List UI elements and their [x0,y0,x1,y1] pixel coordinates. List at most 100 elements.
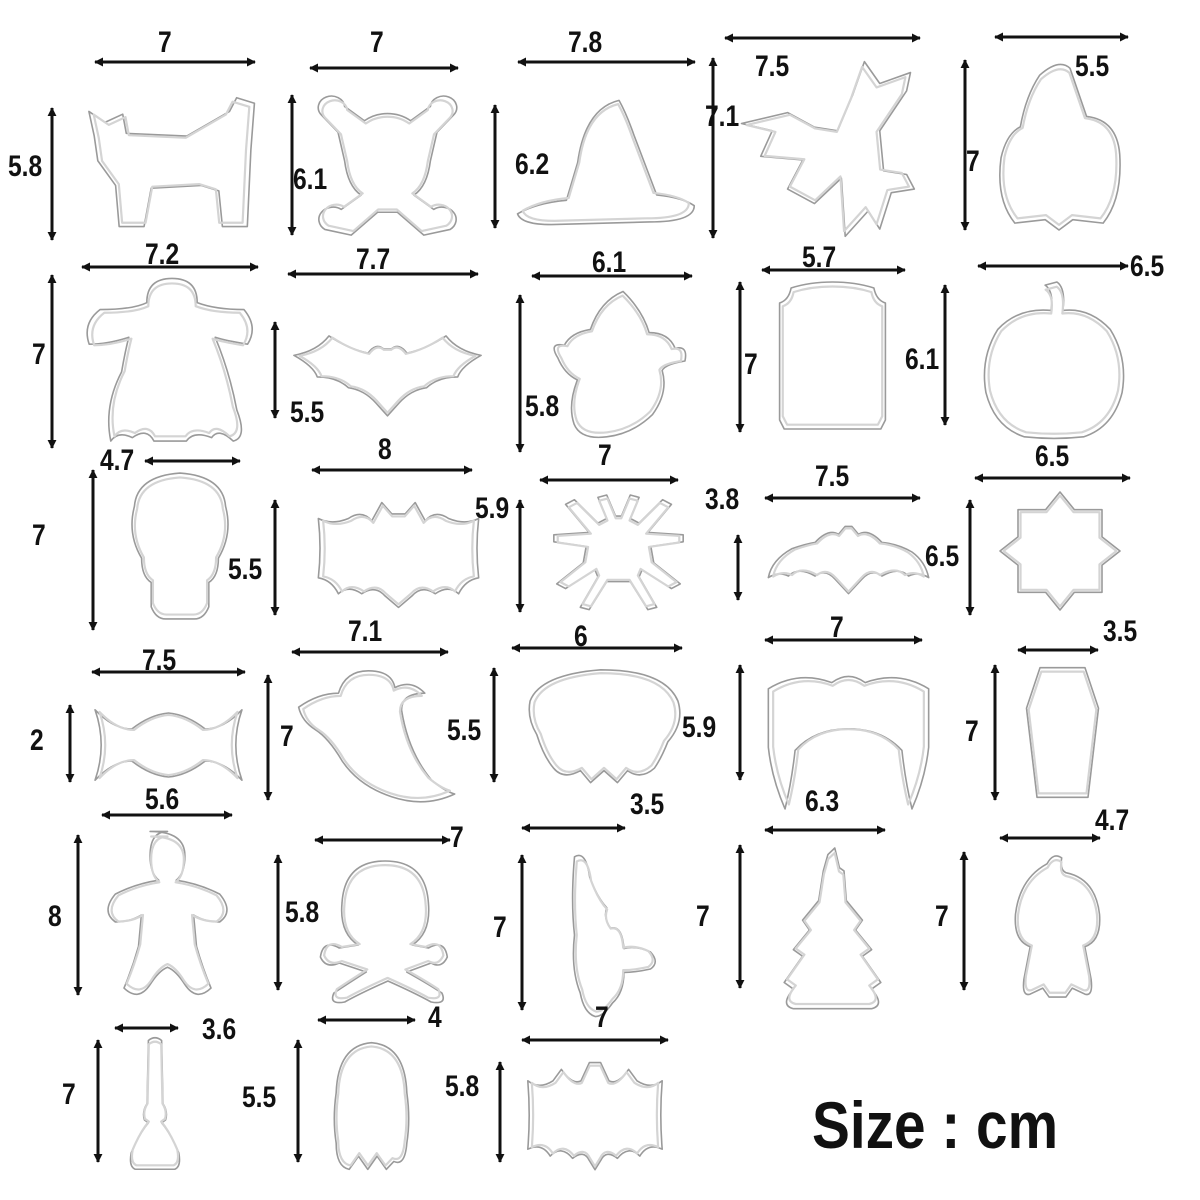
cutter-witch-girl [1015,856,1099,997]
width-label-witch-girl: 4.7 [1095,804,1130,837]
width-label-witch-hat: 7.8 [568,26,603,59]
width-label-haunted-house: 6.3 [805,785,840,818]
cutter-broom [130,1038,179,1170]
height-label-coffin: 7 [965,715,979,748]
width-label-cat: 7 [158,26,172,59]
cutter-bat-emblem [318,503,478,608]
cutter-inner-edge [783,287,882,425]
width-label-witch-profile: 3.5 [630,788,665,821]
width-label-bat-flat: 7.5 [815,460,850,493]
cutter-inner-edge [1029,672,1097,794]
width-label-coffin: 3.5 [1103,615,1138,648]
cutter-inner-edge [989,287,1120,434]
width-label-tombstone: 5.7 [802,241,837,274]
cutter-outline [89,98,255,227]
cutter-outline [573,855,656,1016]
height-label-bat-emblem: 5.5 [228,553,263,586]
cutter-outline [299,671,455,802]
width-label-vampire-teeth: 7 [830,611,844,644]
height-label-witch-girl: 7 [935,900,949,933]
width-label-sugar-skull: 4.7 [100,444,135,477]
cutter-pumpkin [984,282,1123,438]
cutter-inner-edge [300,338,476,413]
cutter-outline [87,278,252,441]
cutter-outline [1000,492,1120,610]
cutter-candy [95,710,242,780]
cutter-bat-small [528,1063,662,1170]
width-label-witch-on-broom: 7.5 [755,50,790,83]
cutter-inner-edge [773,528,924,591]
width-label-bat-wide: 7.7 [356,243,391,276]
cutter-inner-edge [112,836,224,989]
cutter-inner-edge [99,712,237,778]
cutter-outline [780,282,886,429]
cutter-bat-flat [768,526,928,593]
width-label-gingerbread: 5.6 [145,783,180,816]
width-label-skull-crossbones: 7 [370,26,384,59]
height-label-skull-bones: 5.8 [285,896,320,929]
cutter-outline [554,291,685,437]
cutter-spider [554,495,683,610]
height-label-cat: 5.8 [8,150,43,183]
height-label-witch-hat: 6.2 [515,148,550,181]
height-label-sugar-skull: 7 [32,519,46,552]
height-label-gingerbread: 8 [48,900,62,933]
cutter-witch-on-broom [742,62,915,237]
height-label-ghost-round: 5.8 [525,390,560,423]
height-label-ghost-tail: 7 [280,720,294,753]
width-label-ghost-tail: 7.1 [348,615,383,648]
width-label-hat-ghost: 5.5 [1075,50,1110,83]
cutter-outline [130,1038,179,1170]
cutter-outline [528,1063,662,1170]
cutter-outline [529,670,680,783]
cutter-outline [1000,64,1120,230]
height-label-pumpkin: 6.1 [905,343,940,376]
height-label-tombstone: 7 [744,348,758,381]
height-label-spider: 5.9 [475,492,510,525]
cutter-outline [768,676,928,808]
height-label-skull-crossbones: 6.1 [293,163,328,196]
cutter-ghost-arms [87,278,252,441]
cutter-inner-edge [534,673,676,779]
dimension-arrows [47,32,1131,1163]
cutter-inner-edge [1003,69,1116,225]
cutter-inner-edge [92,283,247,436]
width-label-ghost-arms: 7.2 [145,238,180,271]
height-label-bat-wide: 5.5 [290,396,325,429]
cutter-vampire-teeth [768,676,928,808]
height-label-ghost-arms: 7 [32,338,46,371]
height-label-bat-flat: 3.8 [705,483,740,516]
height-label-candy: 2 [30,724,44,757]
cutter-ghost-tail [299,671,455,802]
width-label-pumpkin: 6.5 [1130,250,1165,283]
cutter-inner-edge [787,853,878,1004]
height-label-hat-ghost: 7 [966,145,980,178]
width-label-candy: 7.5 [142,644,177,677]
cutter-outline [518,100,695,224]
cutter-outline [318,503,478,608]
cutter-outline [984,282,1123,438]
width-label-skull-bones: 7 [450,821,464,854]
cutter-outline [768,526,928,593]
cutter-outline [320,861,447,1003]
size-unit-label: Size : cm [812,1088,1059,1162]
width-label-ghost-round: 6.1 [592,246,627,279]
cutter-inner-edge [337,1046,407,1165]
cutter-sugar-skull [132,473,228,619]
height-label-broom: 7 [62,1078,76,1111]
cutter-outline [334,1043,408,1170]
width-label-spider: 7 [598,439,612,472]
cutter-outline [95,710,242,780]
cutter-outline [108,831,227,994]
cutter-hat-ghost [1000,64,1120,230]
height-label-witch-on-broom: 7.1 [705,100,740,133]
cutter-inner-edge [132,1042,178,1166]
height-label-ghost-oval: 5.5 [242,1081,277,1114]
cutter-inner-edge [575,860,653,1011]
cutter-inner-edge [323,506,474,605]
width-label-broom: 3.6 [202,1013,237,1046]
cutter-gingerbread [108,831,227,994]
height-label-star-8-point: 6.5 [925,540,960,573]
cutter-tombstone [780,282,886,429]
